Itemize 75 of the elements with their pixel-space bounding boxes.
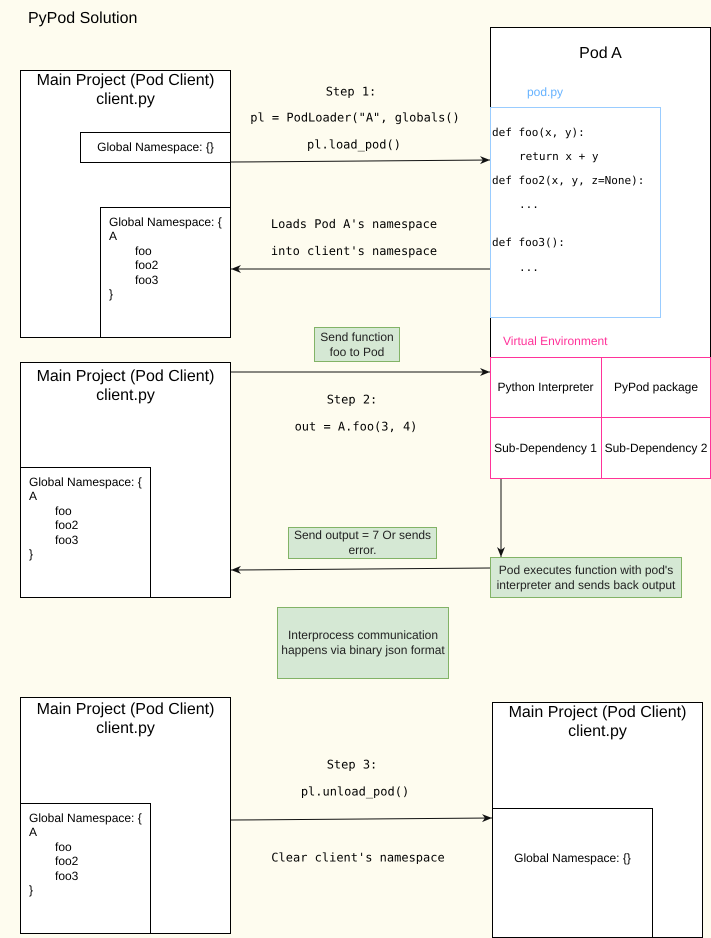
- note-text: Interprocess communication happens via binary json format: [280, 628, 446, 658]
- namespace-text: foo2: [135, 258, 158, 273]
- namespace-box: [492, 808, 653, 938]
- description-text: Loads Pod A's namespace into client's namespace: [270, 216, 438, 260]
- arrow: [230, 156, 490, 164]
- step-label: Step 3:: [326, 758, 378, 772]
- note-text: Pod executes function with pod's interpreter and sends back output: [496, 562, 676, 592]
- code-line: return x + y: [519, 149, 598, 165]
- note-box: [277, 607, 449, 679]
- code-line: def foo(x, y):: [492, 125, 585, 141]
- arrow: [230, 814, 492, 822]
- namespace-text: foo3: [55, 868, 78, 884]
- description-text: Clear client's namespace: [271, 850, 445, 866]
- environment-label: Virtual Environment: [503, 334, 608, 349]
- code-snippet: pl.unload_pod(): [300, 784, 410, 800]
- namespace-text: Global Namespace: {: [29, 811, 142, 826]
- component-label: Sub-Dependency 2: [604, 441, 708, 455]
- namespace-box: [20, 803, 151, 934]
- code-snippet: pl.load_pod(): [307, 138, 401, 152]
- code-line: def foo2(x, y, z=None):: [492, 173, 644, 189]
- code-line: ...: [519, 260, 539, 276]
- pod-container: [490, 27, 711, 479]
- step-label: Step 1:: [326, 84, 376, 100]
- grid-cell: [490, 357, 602, 418]
- namespace-box: [100, 207, 231, 338]
- arrow: [497, 478, 505, 558]
- box-title: Main Project (Pod Client): [508, 703, 686, 722]
- arrow: [230, 265, 490, 273]
- client-project-box: [20, 362, 231, 598]
- code-line: def foo3():: [492, 235, 565, 251]
- namespace-text: Global Namespace: {: [29, 475, 142, 490]
- namespace-text: foo3: [55, 532, 78, 548]
- namespace-text: A: [29, 825, 38, 840]
- component-label: Python Interpreter: [497, 380, 594, 394]
- arrow: [230, 566, 490, 574]
- code-snippet: pl = PodLoader("A", globals(): [250, 110, 460, 126]
- code-line: ...: [519, 197, 539, 213]
- namespace-text: foo: [55, 504, 72, 518]
- namespace-text: foo3: [135, 272, 158, 288]
- box-title: Main Project (Pod Client): [36, 700, 214, 719]
- namespace-text: foo2: [55, 854, 78, 869]
- component-label: PyPod package: [614, 380, 698, 394]
- step-label: Step 2:: [326, 392, 378, 408]
- namespace-text: foo: [55, 840, 72, 854]
- client-project-box: [20, 70, 231, 338]
- note-text: Send output = 7 Or sends error.: [292, 528, 432, 558]
- file-name: client.py: [568, 722, 627, 741]
- code-snippet: out = A.foo(3, 4): [294, 420, 418, 434]
- client-project-box: [20, 697, 231, 934]
- note-text: Send function foo to Pod: [319, 330, 395, 360]
- file-name: client.py: [96, 719, 155, 738]
- namespace-box: [20, 467, 151, 598]
- note-box: [314, 327, 400, 362]
- pod-title: Pod A: [579, 44, 622, 64]
- namespace-text: Global Namespace: {: [109, 215, 222, 230]
- arrow: [230, 368, 490, 376]
- namespace-text: foo: [135, 244, 152, 258]
- box-title: Main Project (Pod Client): [36, 71, 214, 90]
- file-name: pod.py: [527, 85, 564, 99]
- client-project-box: [492, 702, 703, 938]
- namespace-text: A: [109, 229, 118, 244]
- note-box: [490, 557, 682, 598]
- namespace-text: Global Namespace: {}: [97, 140, 214, 154]
- namespace-text: }: [29, 883, 34, 898]
- diagram-title: PyPod Solution: [28, 9, 138, 29]
- namespace-text: foo2: [55, 518, 78, 533]
- file-name: client.py: [96, 90, 155, 109]
- namespace-text: }: [29, 547, 34, 562]
- namespace-text: }: [109, 287, 114, 302]
- namespace-text: A: [29, 489, 38, 504]
- box-title: Main Project (Pod Client): [36, 367, 214, 386]
- component-label: Sub-Dependency 1: [494, 441, 597, 455]
- namespace-box: [80, 132, 231, 163]
- file-name: client.py: [96, 386, 155, 405]
- namespace-text: Global Namespace: {}: [514, 851, 631, 865]
